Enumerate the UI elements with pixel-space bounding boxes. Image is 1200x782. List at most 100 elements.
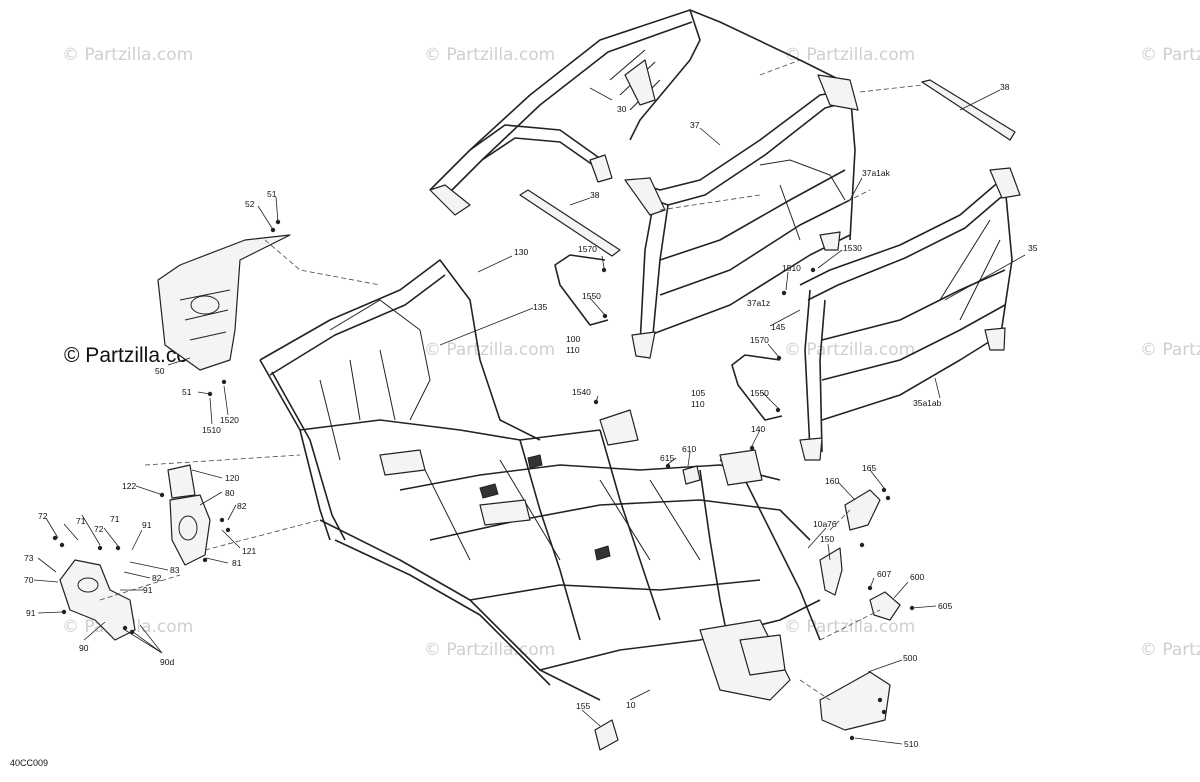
watermark: © Partzilla.com xyxy=(1140,640,1200,660)
callout-label: 500 xyxy=(903,653,917,663)
callout-label: 121 xyxy=(242,546,256,556)
watermark: © Partzilla.com xyxy=(424,640,555,660)
callout-label: 1570 xyxy=(750,335,769,345)
side-panel xyxy=(844,489,881,531)
callout-label: 51 xyxy=(182,387,192,397)
watermark: © Partzilla.com xyxy=(784,340,915,360)
bolt-icon xyxy=(59,542,65,548)
support-bracket xyxy=(869,591,901,621)
callout-label: 110 xyxy=(691,399,705,409)
bolt-icon xyxy=(270,227,276,233)
callout-label: 10 xyxy=(626,700,636,710)
callout-label: 37a1ak xyxy=(862,168,891,178)
watermark: © Partzilla.com xyxy=(1140,340,1200,360)
watermark: © Partzilla.com xyxy=(784,45,915,65)
watermark: © Partzilla.com xyxy=(424,340,555,360)
callout-label: 145 xyxy=(771,322,785,332)
callout-label: 90 xyxy=(79,643,89,653)
bolt-icon xyxy=(61,609,67,615)
bolt-icon xyxy=(601,267,607,273)
callout-label: 110 xyxy=(566,345,580,355)
callout-label: 91 xyxy=(142,520,152,530)
bolt-icon xyxy=(122,625,128,631)
callout-label: 510 xyxy=(904,739,918,749)
bolt-icon xyxy=(849,735,855,741)
callout-label: 52 xyxy=(245,199,255,209)
bolt-icon xyxy=(877,697,883,703)
callout-label: 37a1z xyxy=(747,298,770,308)
callout-label: 122 xyxy=(122,481,136,491)
bolt-icon xyxy=(219,517,225,523)
callout-label: 165 xyxy=(862,463,876,473)
callout-label: 160 xyxy=(825,476,839,486)
cross-bar xyxy=(519,189,621,257)
callout-label: 1530 xyxy=(843,243,862,253)
bolt-icon xyxy=(159,492,165,498)
callout-label: 38 xyxy=(590,190,600,200)
skid-plate xyxy=(819,671,891,731)
bolt-icon xyxy=(775,407,781,413)
bolt-icon xyxy=(665,463,671,469)
bolt-icon xyxy=(97,545,103,551)
bolt-icon xyxy=(749,445,755,451)
lower-mount xyxy=(59,559,136,641)
callout-label: 90d xyxy=(160,657,174,667)
callout-label: 600 xyxy=(910,572,924,582)
callout-label: 83 xyxy=(170,565,180,575)
callout-label: 605 xyxy=(938,601,952,611)
watermark: © Partzilla.com xyxy=(62,45,193,65)
bolt-icon xyxy=(859,542,865,548)
callout-label: 71 xyxy=(76,516,86,526)
callout-label: 1550 xyxy=(750,388,769,398)
callout-labels: 30 37 38 38 37a1ak 35 51 52 130 1570 153… xyxy=(24,82,1038,749)
callout-label: 10a76 xyxy=(813,519,837,529)
callout-label: 1540 xyxy=(572,387,591,397)
clip xyxy=(594,719,619,751)
callout-label: 35a1ab xyxy=(913,398,942,408)
callout-label: 140 xyxy=(751,424,765,434)
callout-label: 1550 xyxy=(582,291,601,301)
callout-label: 1520 xyxy=(220,415,239,425)
link-lines xyxy=(99,59,923,701)
side-cage xyxy=(799,167,1021,461)
callout-label: 91 xyxy=(143,585,153,595)
leader-lines xyxy=(33,87,1026,745)
callout-label: 610 xyxy=(682,444,696,454)
callout-label: 1510 xyxy=(782,263,801,273)
bolt-icon xyxy=(52,535,58,541)
callout-label: 51 xyxy=(267,189,277,199)
callout-label: 150 xyxy=(820,534,834,544)
bolt-icon xyxy=(221,379,227,385)
grommet xyxy=(682,465,701,485)
watermark: © Partzilla.com xyxy=(1140,45,1200,65)
callout-label: 71 xyxy=(110,514,120,524)
cover-plate xyxy=(819,547,843,596)
callout-label: 81 xyxy=(232,558,242,568)
callout-label: 607 xyxy=(877,569,891,579)
engine-mount xyxy=(167,464,211,566)
callout-label: 72 xyxy=(94,524,104,534)
bolt-icon xyxy=(881,487,887,493)
bolt-icon xyxy=(129,629,135,635)
bolt-icon xyxy=(225,527,231,533)
callout-label: 30 xyxy=(617,104,627,114)
callout-label: 82 xyxy=(237,501,247,511)
fasteners xyxy=(52,219,915,741)
roof-cage xyxy=(429,9,851,216)
watermark: © Partzilla.com xyxy=(784,617,915,637)
callout-label: 130 xyxy=(514,247,528,257)
callout-label: 615 xyxy=(660,453,674,463)
callout-label: 37 xyxy=(690,120,700,130)
callout-label: 155 xyxy=(576,701,590,711)
diagram-code: 40CC009 xyxy=(10,758,48,768)
rear-cross-bar xyxy=(921,79,1016,141)
bolt-icon xyxy=(881,709,887,715)
callout-label: 100 xyxy=(566,334,580,344)
bolt-icon xyxy=(810,267,816,273)
callout-label: 72 xyxy=(38,511,48,521)
watermark: © Partzilla.com xyxy=(424,45,555,65)
rear-cage xyxy=(624,74,859,359)
callout-label: 135 xyxy=(533,302,547,312)
callout-label: 82 xyxy=(152,573,162,583)
